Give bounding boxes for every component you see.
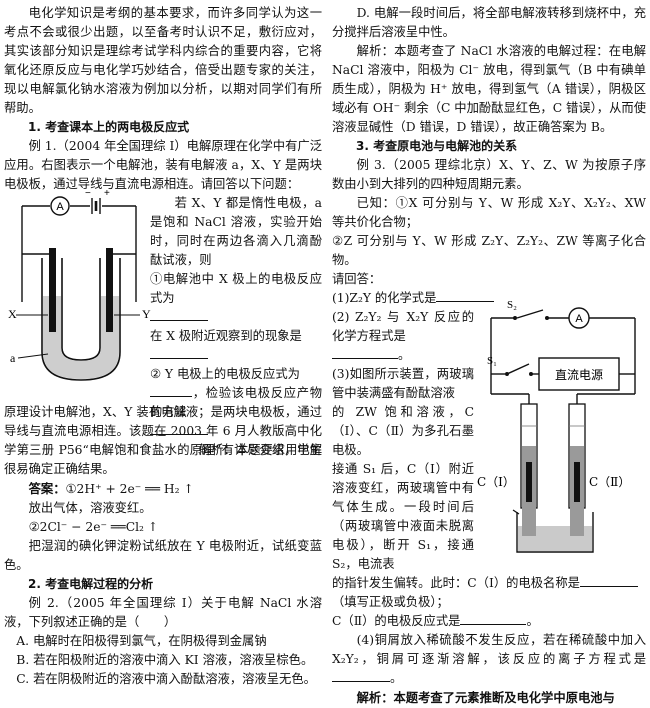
svg-text:−: −: [85, 188, 91, 199]
ex1-q2: ② Y 电极上的电极反应式为: [150, 367, 300, 381]
ammeter-icon: [50, 196, 70, 216]
svg-text:+: +: [104, 188, 110, 199]
option-d: D. 电解一段时间后，将全部电解液转移到烧杯中，充分搅拌后溶液呈中性。: [332, 6, 646, 39]
question-2: (2) Z₂Y₂ 与 X₂Y 反应的化学方程式是: [332, 310, 474, 343]
left-column: 电化学知识是考纲的基本要求，而许多同学认为这一考点不会或很少出题，以至备考时认识…: [4, 4, 322, 689]
answer-1-note: 放出气体，溶液变红。: [28, 501, 152, 515]
question-3-fill-hint: （填写正极或负极）；: [332, 595, 449, 609]
electrode-x: [49, 248, 56, 332]
ex1-condition: 若 X、Y 都是惰性电极，a 是饱和 NaCl 溶液，实验开始时，同时在两边各滴…: [150, 196, 322, 267]
electrode-c2: [574, 462, 580, 502]
answer-2-note: 把湿润的碘化钾淀粉试纸放在 Y 电极附近，试纸变蓝色。: [4, 539, 322, 572]
example-3-known-1: 已知：①X 可分别与 Y、W 形成 X₂Y、X₂Y₂、XW 等共价化合物；: [332, 196, 646, 229]
example-3-question: 例 3.（2005 理综北京）X、Y、Z、W 为按原子序数由小到大排列的四种短周…: [332, 158, 646, 191]
intro-paragraph: 电化学知识是考纲的基本要求，而许多同学认为这一考点不会或很少出题，以至备考时认识…: [4, 6, 322, 115]
question-3-line-1: (3)如图所示装置，两玻璃管中装满盛有酚酞溶液: [332, 367, 474, 400]
question-2-3-wrapped: (2) Z₂Y₂ 与 X₂Y 反应的化学方程式是 。 (3)如图所示装置，两玻璃…: [332, 308, 474, 574]
ex1-analysis-start: 解析：本题要求用电解: [199, 443, 322, 457]
example-1-side-text: 若 X、Y 都是惰性电极，a 是饱和 NaCl 溶液，实验开始时，同时在两边各滴…: [150, 194, 322, 457]
example-2-question: 例 2.（2005 年全国理综 Ⅰ）关于电解 NaCl 水溶液，下列叙述正确的是…: [4, 596, 322, 629]
example-1-analysis: 原理设计电解池，X、Y 装有电解液；是两块电极板，通过导线与直流电源相连。该题在…: [4, 405, 322, 476]
section-2-heading: 2. 考查电解过程的分析: [28, 577, 154, 591]
question-1: (1)Z₂Y 的化学式是: [332, 289, 646, 308]
question-3-electrode-name: 的指针发生偏转。此时：C（Ⅰ）的电极名称是: [332, 574, 646, 593]
example-1-question: 例 1.（2004 年全国理综 I）电解原理在化学中有广泛应用。右图表示一个电解…: [4, 139, 322, 191]
ex1-q1-blank: [150, 308, 322, 327]
electrode-c1: [526, 462, 532, 502]
ammeter-icon: [568, 307, 590, 329]
example-3-analysis: 解析：本题考查了元素推断及电化学中原电池与: [356, 690, 615, 705]
question-4: (4)铜屑放入稀硫酸不发生反应，若在稀硫酸中加入 X₂Y₂，铜屑可逐渐溶解，该反…: [332, 633, 646, 685]
svg-text:C（Ⅰ）: C（Ⅰ）: [477, 475, 515, 489]
option-b: B. 若在阳极附近的溶液中滴入 KI 溶液，溶液呈棕色。: [16, 653, 314, 667]
section-3-heading: 3. 考查原电池与电解池的关系: [356, 139, 518, 153]
svg-text:S₂: S₂: [507, 299, 517, 311]
question-3-c2-reaction: C（Ⅱ）的电极反应式是。: [332, 614, 539, 628]
question-3-line-2: 的 ZW 饱和溶液，C（Ⅰ）、C（Ⅱ）为多孔石墨电极。: [332, 405, 474, 457]
electrode-y: [106, 248, 113, 332]
option-a: A. 电解时在阳极得到氯气，在阴极得到金属钠: [16, 634, 267, 648]
svg-text:直流电源: 直流电源: [555, 368, 603, 382]
ex1-q1-phenomenon: 在 X 极附近观察到的现象是: [150, 329, 302, 343]
ex1-q1: ①电解池中 X 极上的电极反应式为: [150, 272, 322, 305]
example-3-known-2: ②Z 可分别与 Y、W 形成 Z₂Y、Z₂Y₂、ZW 等离子化合物。: [332, 234, 646, 267]
svg-text:Y: Y: [142, 307, 151, 321]
svg-text:A: A: [56, 201, 64, 213]
galvanic-electrolytic-figure: S₂ A S₁ 直流电源 C（Ⅰ） C（Ⅱ）: [477, 296, 647, 558]
answer-2: ②2Cl⁻ − 2e⁻ ══Cl₂ ↑: [28, 520, 159, 534]
electrolysis-u-tube-figure: A − + X Y a: [8, 184, 154, 386]
svg-text:a: a: [10, 351, 16, 365]
answer-1: 答案：①2H⁺ + 2e⁻ ══ H₂ ↑: [28, 481, 194, 496]
svg-text:X: X: [8, 307, 17, 321]
svg-text:C（Ⅱ）: C（Ⅱ）: [589, 475, 630, 489]
section-1-heading: 1. 考查课本上的两电极反应式: [28, 120, 190, 134]
svg-text:S₁: S₁: [487, 355, 497, 367]
example-3-ask: 请回答：: [332, 272, 382, 286]
svg-text:A: A: [575, 313, 583, 325]
option-c: C. 若在阴极附近的溶液中滴入酚酞溶液，溶液呈无色。: [16, 672, 316, 686]
question-3-line-3: 接通 S₁ 后，C（Ⅰ）附近溶液变红，两玻璃管中有气体生成。一段时间后（两玻璃管…: [332, 462, 474, 571]
example-2-analysis: 解析：本题考查了 NaCl 水溶液的电解过程：在电解 NaCl 溶液中，阳极为 …: [332, 44, 646, 134]
